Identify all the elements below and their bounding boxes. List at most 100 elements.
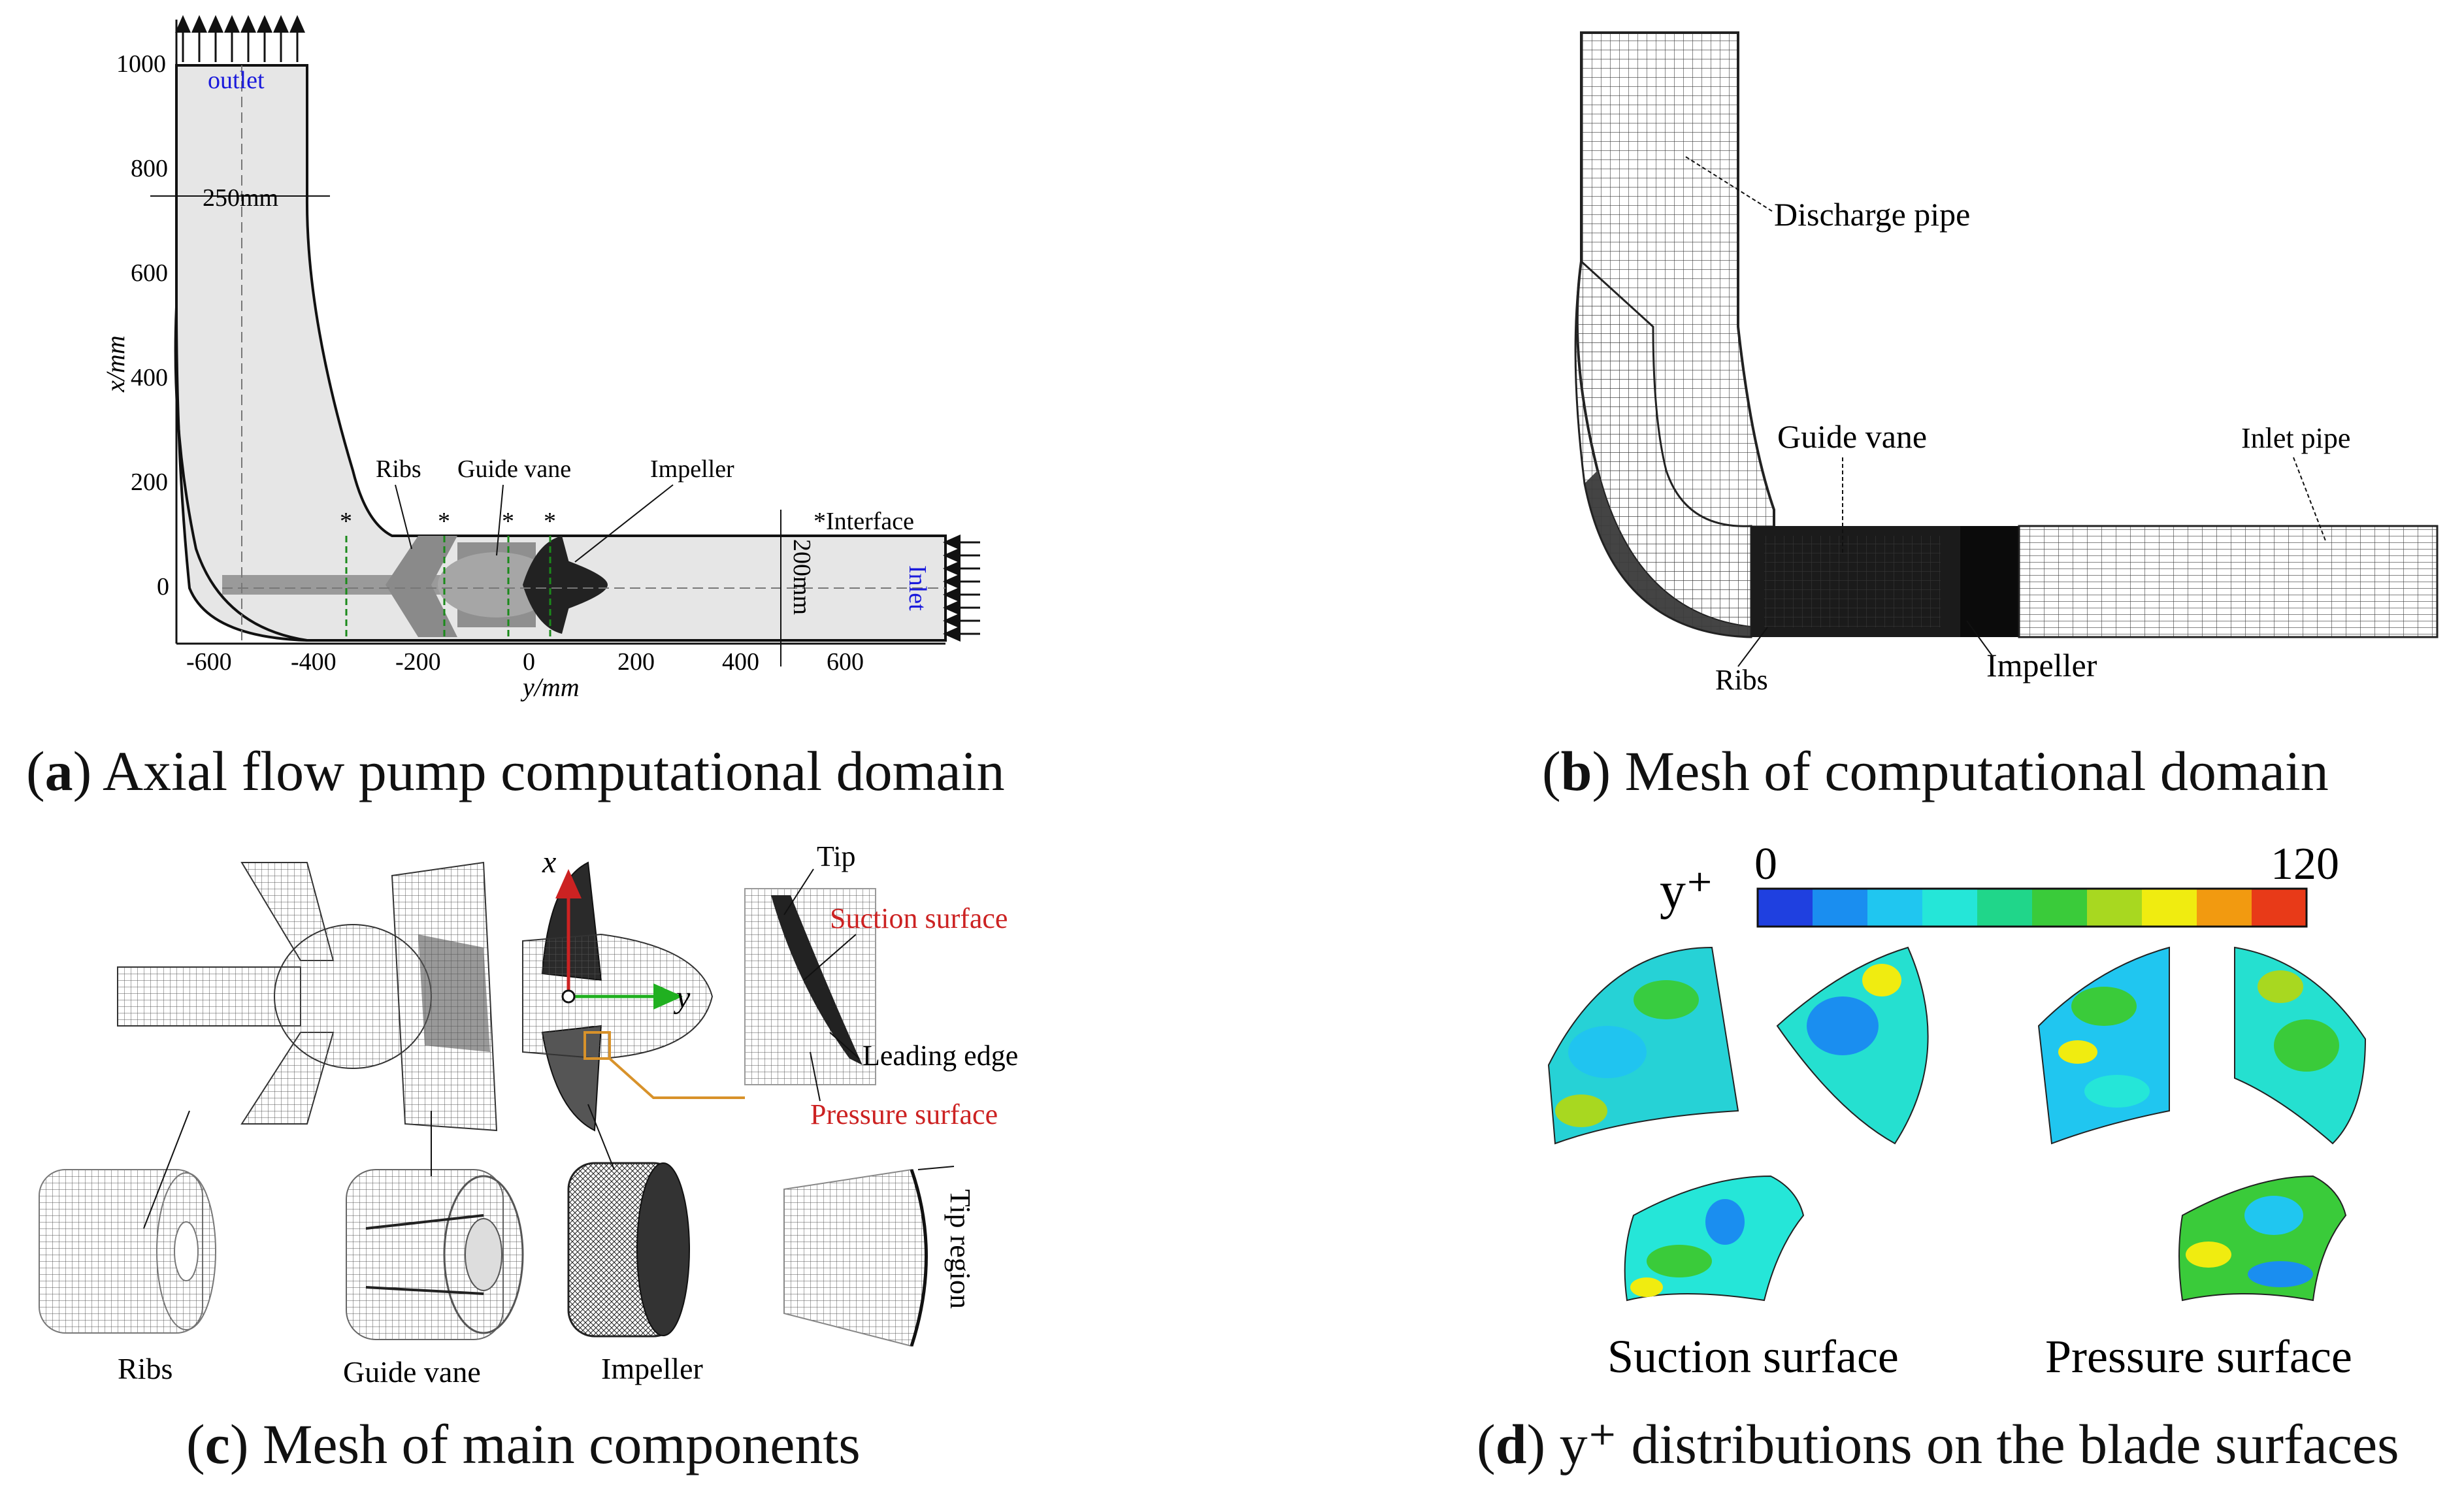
leading-edge-leader — [829, 1032, 860, 1059]
caption-d: (d) y⁺ distributions on the blade surfac… — [1477, 1413, 2399, 1475]
discharge-pipe-label: Discharge pipe — [1774, 196, 1970, 233]
discharge-leader — [1685, 156, 1775, 213]
pressure-blade-2 — [2234, 946, 2367, 1145]
tip-region-component — [783, 1168, 928, 1347]
impeller-component — [567, 1162, 690, 1338]
colorbar-segment — [1867, 889, 1923, 927]
ribs-shape — [386, 536, 457, 637]
colorbar — [1758, 889, 2307, 927]
tip-label: Tip — [817, 840, 856, 872]
guide-vane-blades-dark — [418, 934, 490, 1052]
y-tick: -600 — [186, 648, 232, 676]
pressure-surface-label: Pressure surface — [2045, 1330, 2352, 1383]
ribs-label: Ribs — [1715, 664, 1768, 696]
colorbar-segment — [2197, 889, 2252, 927]
pressure-leader — [810, 1051, 821, 1102]
axis-origin — [561, 989, 576, 1004]
ribs-component — [39, 1169, 216, 1334]
caption-d-letter: d — [1495, 1413, 1527, 1475]
axis-x-label: x — [542, 845, 556, 880]
tip-region-label: Tip region — [944, 1189, 976, 1309]
caption-c-letter: c — [205, 1413, 230, 1475]
x-tick: 800 — [131, 155, 168, 182]
guide-vane-component-label: Guide vane — [343, 1355, 481, 1389]
tip-leader — [783, 868, 814, 915]
panel-a-domain-diagram: 250mm 200mm 1000 800 600 400 200 0 -600 … — [101, 15, 980, 702]
impeller-component-leader — [587, 1104, 615, 1170]
suction-blade-tip — [1624, 1175, 1805, 1302]
colorbar-segment — [2252, 889, 2307, 927]
guide-vane-inner — [1764, 536, 1941, 627]
pressure-surface-label: Pressure surface — [810, 1098, 998, 1130]
interface-marker: * — [502, 508, 514, 535]
caption-c-text: Mesh of main components — [262, 1413, 861, 1475]
y-tick: 400 — [722, 648, 759, 676]
panel-c-components-diagram: x y Tip Suction surface Leading edge Pre… — [39, 840, 1018, 1389]
legend-min: 0 — [1754, 839, 1777, 889]
interface-marker: * — [544, 508, 556, 535]
impeller-leader — [1966, 620, 1994, 657]
ribs-label: Ribs — [376, 455, 421, 483]
axis-y-label: y — [673, 980, 691, 1015]
guide-vane-component — [346, 1169, 524, 1340]
impeller-section-mesh — [1960, 526, 2019, 637]
impeller-component-label: Impeller — [601, 1352, 703, 1385]
impeller-leader — [574, 484, 674, 563]
guide-vane-label: Guide vane — [457, 455, 571, 483]
inlet-pipe-leader — [2293, 457, 2327, 543]
y-tick: -200 — [395, 648, 441, 676]
guide-vane-label: Guide vane — [1777, 418, 1927, 455]
outlet-arrows — [175, 15, 305, 62]
colorbar-segment — [1922, 889, 1978, 927]
leading-edge-label: Leading edge — [862, 1040, 1018, 1072]
panel-b-mesh-diagram: Discharge pipe Guide vane Inlet pipe Rib… — [1574, 31, 2439, 696]
inlet-pipe-label: Inlet pipe — [2241, 422, 2350, 454]
caption-c: (c) Mesh of main components — [186, 1413, 861, 1475]
hub — [438, 552, 555, 617]
impeller-label: Impeller — [650, 455, 734, 483]
colorbar-frame — [1756, 887, 2308, 928]
suction-blade-1 — [1547, 946, 1739, 1145]
colorbar-segment — [2032, 889, 2088, 927]
caption-b: (b) Mesh of computational domain — [1542, 740, 2329, 802]
y-tick: 0 — [523, 648, 535, 676]
colorbar-segment — [1758, 889, 1813, 927]
caption-d-text: y⁺ distributions on the blade surfaces — [1559, 1413, 2399, 1475]
pressure-blade-1 — [2037, 946, 2170, 1145]
y-tick: 600 — [827, 648, 864, 676]
legend-max: 120 — [2271, 839, 2339, 889]
x-tick: 200 — [131, 469, 168, 496]
guide-vane-leader — [496, 484, 504, 556]
colorbar-segment — [1977, 889, 2033, 927]
suction-leader — [803, 934, 857, 981]
y-tick: 200 — [617, 648, 655, 676]
suction-surface-label: Suction surface — [1607, 1330, 1899, 1383]
x-axis-label: x/mm — [101, 335, 130, 393]
impeller-label: Impeller — [1986, 647, 2097, 683]
ribs-component-leader — [143, 1110, 190, 1229]
caption-b-text: Mesh of computational domain — [1624, 740, 2329, 802]
interface-marker: * — [438, 508, 450, 535]
interface-marker: * — [340, 508, 352, 535]
ribs-leader — [1737, 627, 1768, 667]
x-tick: 1000 — [116, 50, 166, 78]
height-dimension: 200mm — [788, 539, 815, 615]
tip-region-leader — [917, 1166, 955, 1170]
pressure-blade-tip — [2178, 1175, 2347, 1302]
width-dimension: 250mm — [203, 184, 278, 212]
zoom-box — [583, 1031, 611, 1060]
inlet-pipe-mesh — [2018, 525, 2439, 638]
y-axis-label: y/mm — [520, 672, 580, 702]
x-tick: 0 — [157, 573, 169, 600]
x-tick: 400 — [131, 364, 168, 391]
colorbar-segment — [2087, 889, 2143, 927]
blade-tip-profile — [771, 895, 862, 1065]
caption-a: (a) Axial flow pump computational domain — [26, 740, 1005, 802]
panel-d-yplus-diagram: y⁺ 0 120 Suction surface Pressure su — [1547, 839, 2367, 1383]
colorbar-segment — [1813, 889, 1868, 927]
ribs-leader — [395, 484, 412, 550]
y-tick: -400 — [291, 648, 337, 676]
elbow-mesh — [1574, 259, 1752, 638]
suction-surface-label: Suction surface — [830, 902, 1008, 934]
suction-blade-2 — [1776, 946, 1929, 1145]
